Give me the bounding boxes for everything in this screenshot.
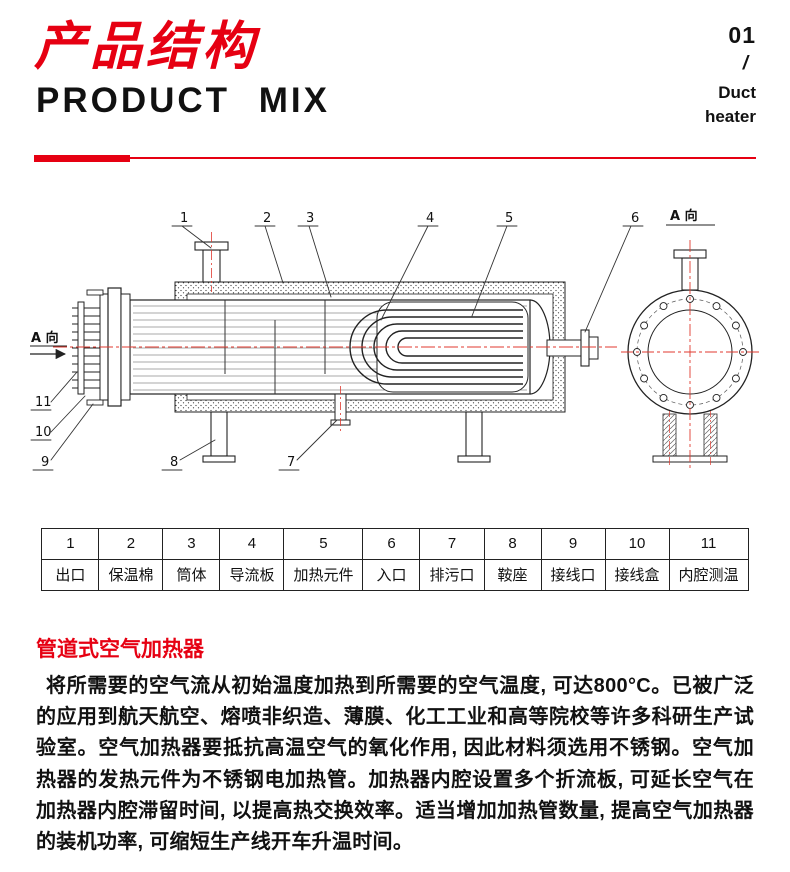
callout-1: 1 [171, 211, 212, 249]
inlet-nozzle [546, 329, 599, 367]
part-name: 接线盒 [604, 558, 670, 591]
svg-text:3: 3 [306, 211, 314, 226]
callout-5: 5 [471, 211, 518, 317]
header: 产品结构 PRODUCT MIX 01 / Duct heater [0, 0, 790, 129]
svg-text:8: 8 [170, 455, 178, 470]
product-name-line2: heater [704, 107, 756, 127]
description-body: 将所需要的空气流从初始温度加热到所需要的空气温度, 可达800°C。已被广泛的应… [36, 674, 754, 853]
part-number: 7 [419, 527, 485, 560]
part-name: 入口 [362, 558, 421, 591]
header-meta: 01 / Duct heater [705, 20, 756, 129]
header-titles: 产品结构 PRODUCT MIX [34, 20, 330, 118]
product-name: Duct heater [705, 81, 756, 129]
drain-fitting [330, 385, 351, 432]
callout-3: 3 [297, 211, 332, 298]
page-number: 01 [728, 22, 756, 48]
parts-name-row: 出口 保温棉 筒体 导流板 加热元件 入口 排污口 鞍座 接线口 接线盒 内腔测… [41, 558, 749, 591]
page-title-cn: 产品结构 [34, 18, 259, 76]
part-name: 内腔测温 [668, 558, 749, 591]
slash-separator: / [742, 52, 748, 74]
part-number: 3 [162, 527, 221, 560]
parts-table: 1 2 3 4 5 6 7 8 9 10 11 出口 保温棉 筒体 导流板 加热… [41, 527, 749, 591]
baffle-plates [224, 299, 326, 394]
part-name: 保温棉 [98, 558, 164, 591]
flange-bolt-bottom [86, 399, 104, 406]
description-section: 管道式空气加热器 将所需要的空气流从初始温度加热到所需要的空气温度, 可达800… [36, 633, 754, 858]
terminal-rods [72, 307, 100, 389]
svg-text:9: 9 [41, 455, 49, 470]
part-number: 6 [362, 527, 421, 560]
part-number: 9 [540, 527, 606, 560]
end-view: A 向 [621, 208, 762, 468]
flange-bolt-top [86, 289, 104, 296]
callout-9: 9 [32, 403, 94, 471]
svg-text:6: 6 [631, 211, 639, 226]
divider [34, 154, 756, 162]
product-name-line1: Duct [718, 83, 756, 103]
part-name: 排污口 [419, 558, 485, 591]
description-heading: 管道式空气加热器 [36, 637, 204, 661]
bolt-holes [633, 295, 747, 409]
part-name: 加热元件 [283, 558, 364, 591]
a-view-arrow-left: A 向 [30, 330, 67, 360]
svg-text:7: 7 [287, 455, 295, 470]
outlet-nozzle [194, 231, 229, 292]
heater-drawing-svg: A 向 1 2 3 4 5 6 7 8 9 10 11 A [30, 208, 762, 471]
part-name: 鞍座 [483, 558, 542, 591]
part-number: 2 [98, 527, 164, 560]
divider-thin-line [34, 156, 756, 159]
callout-7: 7 [278, 419, 338, 471]
part-name: 筒体 [162, 558, 221, 591]
part-number: 4 [219, 527, 285, 560]
svg-text:10: 10 [35, 425, 52, 440]
part-number: 11 [668, 527, 749, 560]
technical-drawing: A 向 1 2 3 4 5 6 7 8 9 10 11 A [0, 204, 790, 494]
callouts: 1 2 3 4 5 6 7 8 9 10 11 [30, 211, 644, 471]
callout-11: 11 [30, 371, 78, 411]
callout-10: 10 [30, 395, 86, 441]
part-name: 导流板 [219, 558, 285, 591]
terminal-plate [77, 301, 85, 395]
svg-text:2: 2 [263, 211, 271, 226]
parts-number-row: 1 2 3 4 5 6 7 8 9 10 11 [41, 527, 749, 560]
part-number: 8 [483, 527, 542, 560]
tube-lines [133, 305, 527, 391]
svg-text:5: 5 [505, 211, 513, 226]
divider-thick-bar [34, 154, 130, 162]
a-view-label-left: A 向 [31, 330, 59, 346]
callout-2: 2 [254, 211, 284, 284]
part-number: 10 [604, 527, 670, 560]
page-title-en: PRODUCT MIX [36, 80, 330, 120]
part-name: 出口 [41, 558, 100, 591]
callout-8: 8 [161, 439, 216, 471]
saddle-supports [202, 411, 491, 463]
svg-text:11: 11 [35, 395, 52, 410]
callout-6: 6 [584, 211, 644, 333]
part-name: 接线口 [540, 558, 606, 591]
part-number: 5 [283, 527, 364, 560]
part-number: 1 [41, 527, 100, 560]
a-view-label-right: A 向 [670, 208, 698, 224]
svg-text:4: 4 [426, 211, 434, 226]
callout-4: 4 [380, 211, 439, 321]
side-view: A 向 [30, 231, 617, 463]
svg-text:1: 1 [180, 211, 188, 226]
